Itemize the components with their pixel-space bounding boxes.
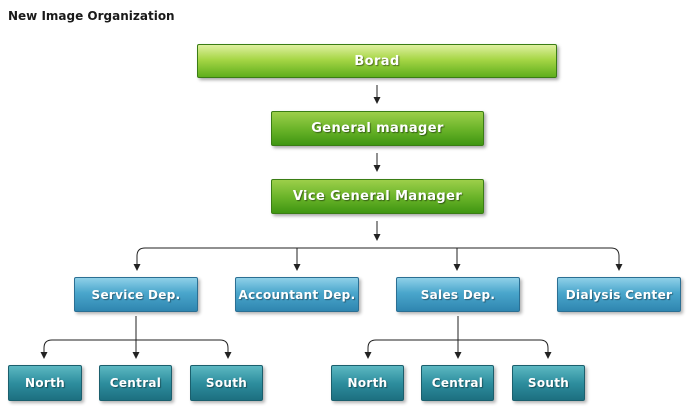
sales-south-node: South <box>512 365 585 401</box>
vice-general-manager-node: Vice General Manager <box>271 179 484 214</box>
sales-region-bus <box>367 339 552 359</box>
board-node: Borad <box>197 44 557 78</box>
sales-dep-node: Sales Dep. <box>396 277 520 312</box>
service-region-bus <box>43 339 232 359</box>
service-central-node: Central <box>99 365 172 401</box>
sales-central-node: Central <box>421 365 494 401</box>
service-south-node: South <box>190 365 263 401</box>
general-manager-node: General manager <box>271 111 484 146</box>
department-bus <box>136 247 623 271</box>
sales-north-node: North <box>331 365 404 401</box>
dialysis-center-node: Dialysis Center <box>557 277 681 312</box>
service-dep-node: Service Dep. <box>74 277 198 312</box>
diagram-title: New Image Organization <box>8 9 175 23</box>
accountant-dep-node: Accountant Dep. <box>235 277 359 312</box>
service-north-node: North <box>8 365 82 401</box>
